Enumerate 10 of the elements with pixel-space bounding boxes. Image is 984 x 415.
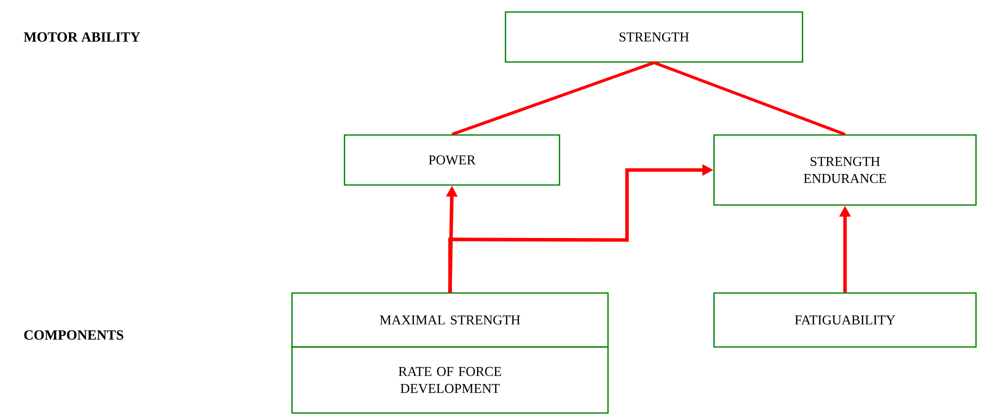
connector (452, 61, 655, 136)
box: MAXIMAL STRENGTH (291, 292, 609, 348)
box: FATIGUABILITY (713, 292, 977, 348)
box: RATE OF FORCE DEVELOPMENT (291, 346, 609, 414)
box: POWER (344, 134, 560, 186)
box: STRENGTH ENDURANCE (713, 134, 977, 206)
row-label: COMPONENTS (24, 330, 124, 340)
box: STRENGTH (504, 11, 804, 63)
connector (653, 61, 846, 136)
row-label: MOTOR ABILITY (24, 32, 140, 42)
